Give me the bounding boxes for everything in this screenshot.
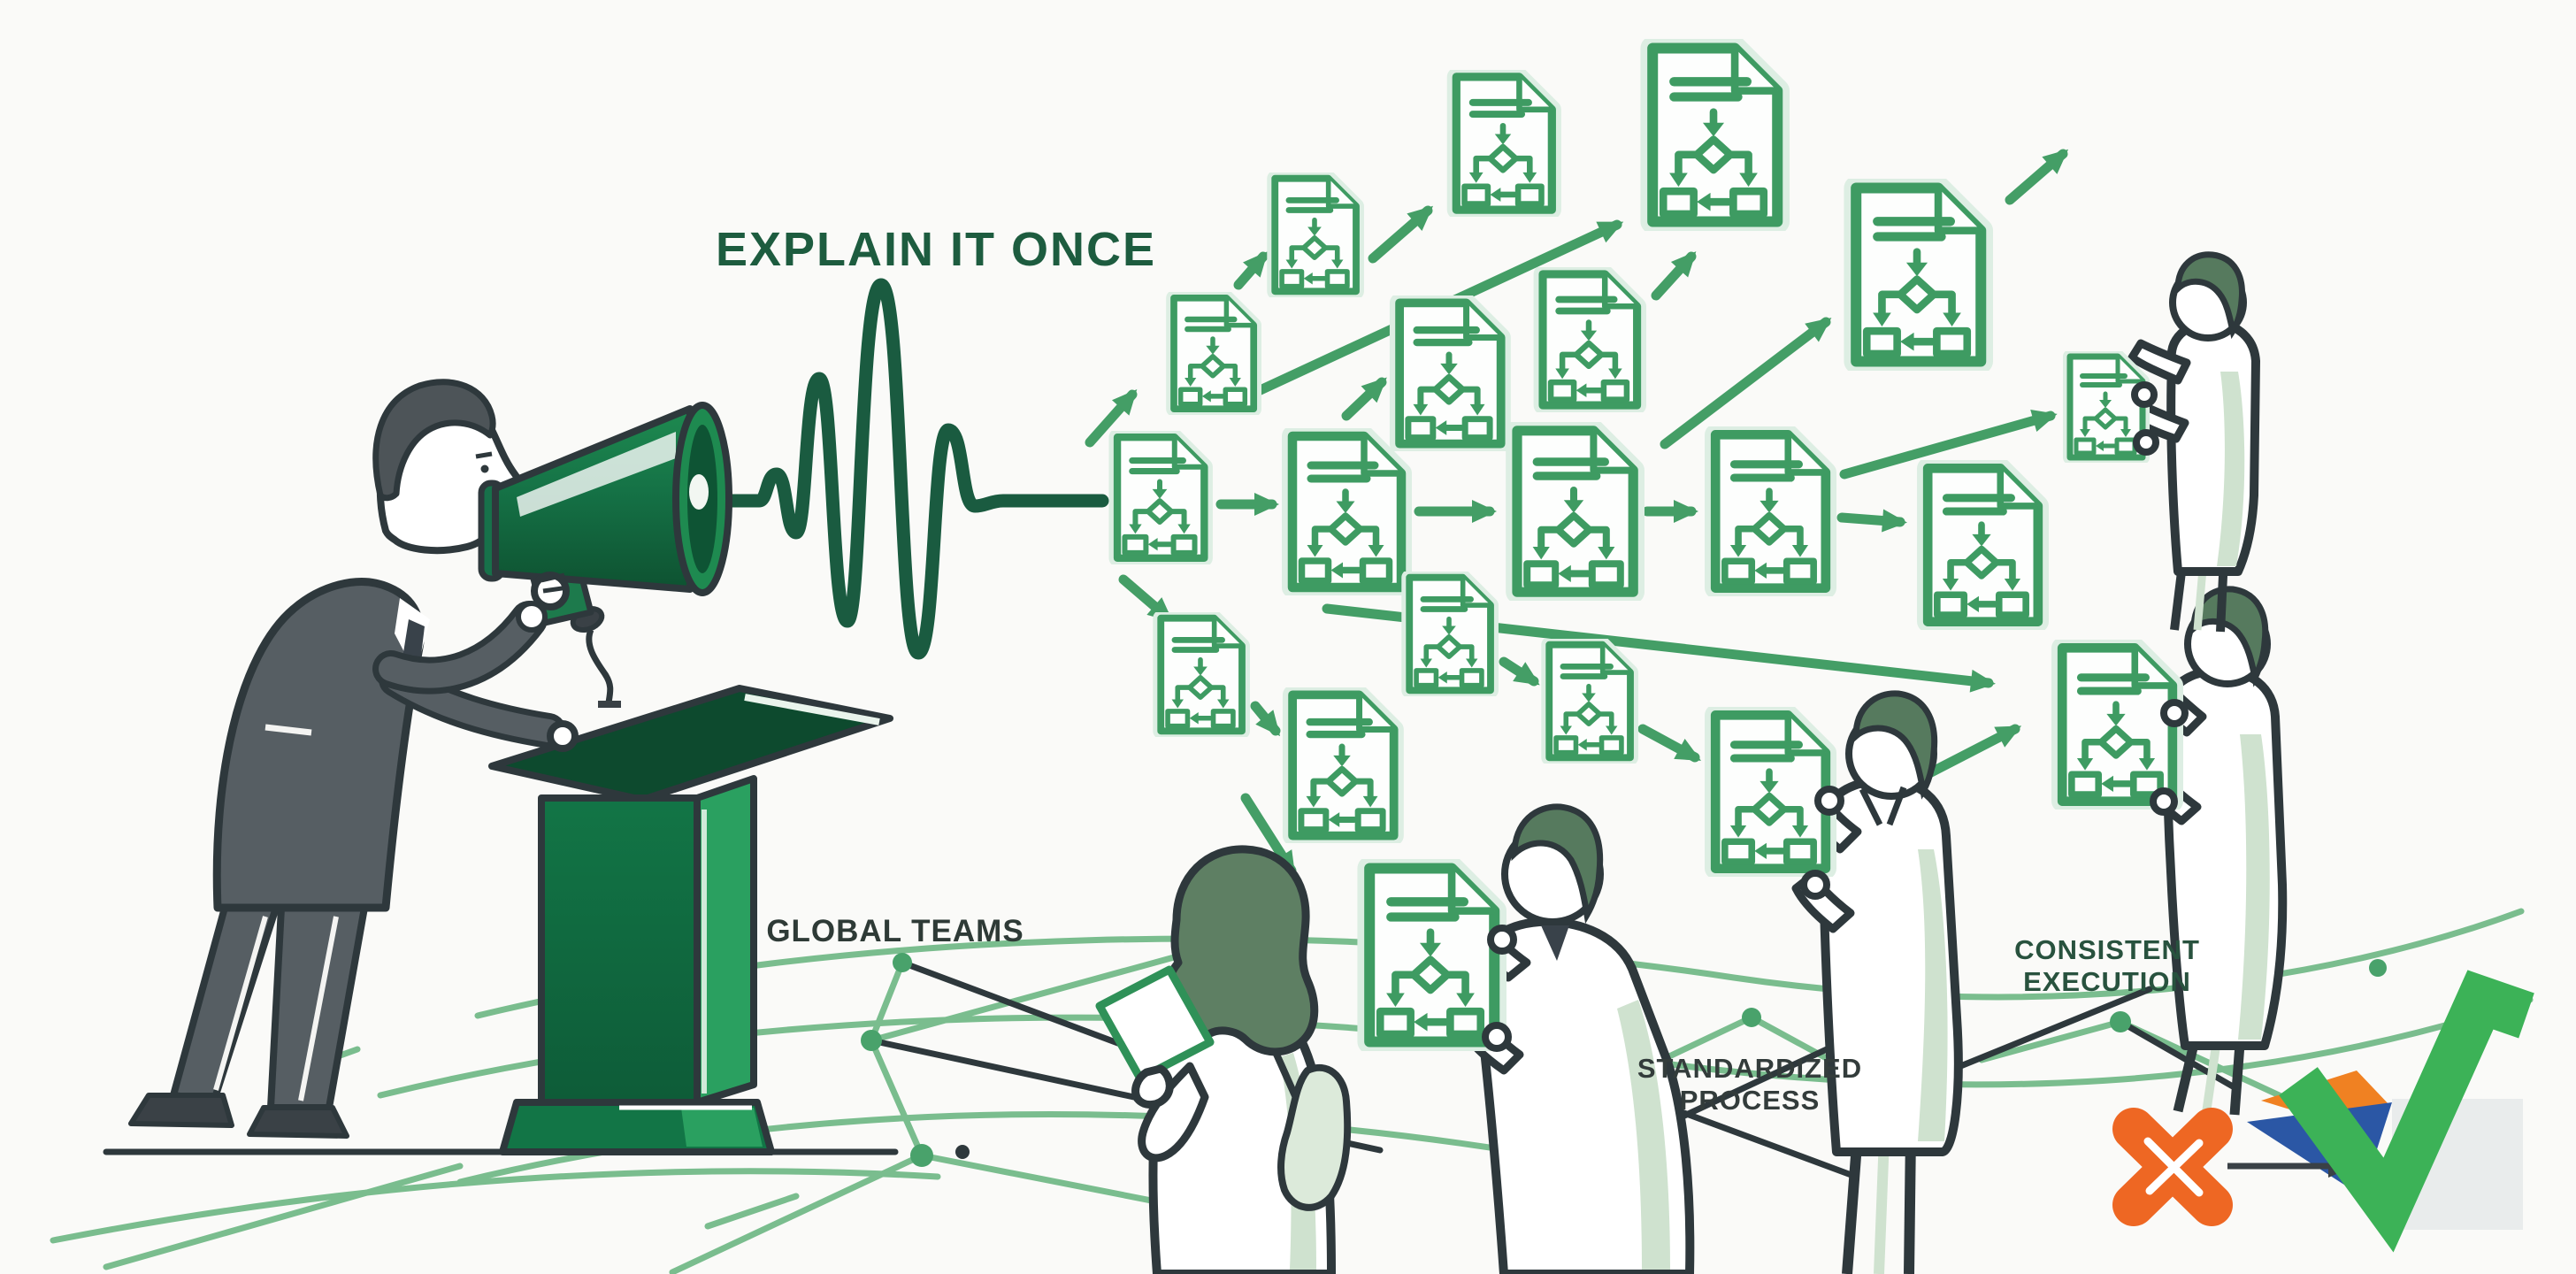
flowchart-document-icon [2070, 357, 2143, 457]
flowchart-document-icon [1369, 868, 1494, 1041]
label-consistent: CONSISTENT [2014, 934, 2200, 965]
shoe [247, 1105, 349, 1139]
flowchart-document-icon [1517, 431, 1633, 592]
flowchart-document-icon [1652, 48, 1777, 221]
suit-torso [212, 578, 425, 912]
network-node [1742, 1008, 1761, 1027]
flowchart-document-icon [1275, 179, 1356, 292]
sound-wave-icon [717, 278, 1109, 660]
label-process: PROCESS [1680, 1085, 1821, 1116]
checkmark-icon [2279, 970, 2534, 1253]
flowchart-document-icon [1409, 578, 1491, 691]
network-node [893, 953, 912, 972]
woman-hand [1131, 1064, 1174, 1109]
flowchart-document-icon [1856, 188, 1981, 361]
flowchart-document-icon [1456, 77, 1552, 210]
flowchart-document-icon [1117, 437, 1204, 558]
shoe [128, 1093, 234, 1128]
man-hand [2128, 339, 2191, 385]
man-hair [1511, 803, 1604, 925]
held-documents [1369, 357, 2189, 1052]
network-node [910, 1144, 933, 1167]
flowchart-document-icon [1543, 274, 1637, 405]
person-man-right [2142, 586, 2288, 1116]
tablet [1095, 965, 1215, 1083]
x-mark-icon [2112, 1108, 2233, 1226]
man-hair [2174, 251, 2245, 340]
person-man-topright [2126, 251, 2260, 633]
speaker-hand [547, 720, 579, 752]
network-node [2110, 1011, 2131, 1032]
flowchart-document-icon [1174, 298, 1254, 409]
label-standardized: STANDARDIZED [1637, 1053, 1862, 1084]
podium-icon [488, 605, 893, 1155]
network-node [2369, 959, 2387, 977]
label-execution: EXECUTION [2023, 966, 2191, 997]
flowchart-document-icon [1715, 434, 1826, 587]
result-icons [2112, 970, 2534, 1253]
speaker-figure [128, 379, 893, 1155]
network-node [861, 1030, 882, 1051]
page-title: EXPLAIN IT ONCE [716, 223, 1156, 276]
flowchart-document-icon [1292, 436, 1401, 587]
shoulder-bag [1277, 1063, 1352, 1211]
flowchart-document-icon [1928, 468, 2038, 621]
label-global-teams: GLOBAL TEAMS [766, 914, 1024, 948]
speaker-hair [372, 379, 496, 502]
flowchart-document-icon [1715, 715, 1826, 868]
flowchart-document-icon [1292, 695, 1394, 835]
megaphone-icon [478, 402, 732, 626]
flowchart-document-icon [1161, 618, 1242, 732]
flowchart-document-icon [1399, 303, 1501, 443]
person-woman-tablet [1095, 845, 1352, 1274]
man-hair [1852, 690, 1938, 800]
flowchart-document-icon [2062, 648, 2173, 801]
flowchart-document-icon [1549, 645, 1630, 758]
